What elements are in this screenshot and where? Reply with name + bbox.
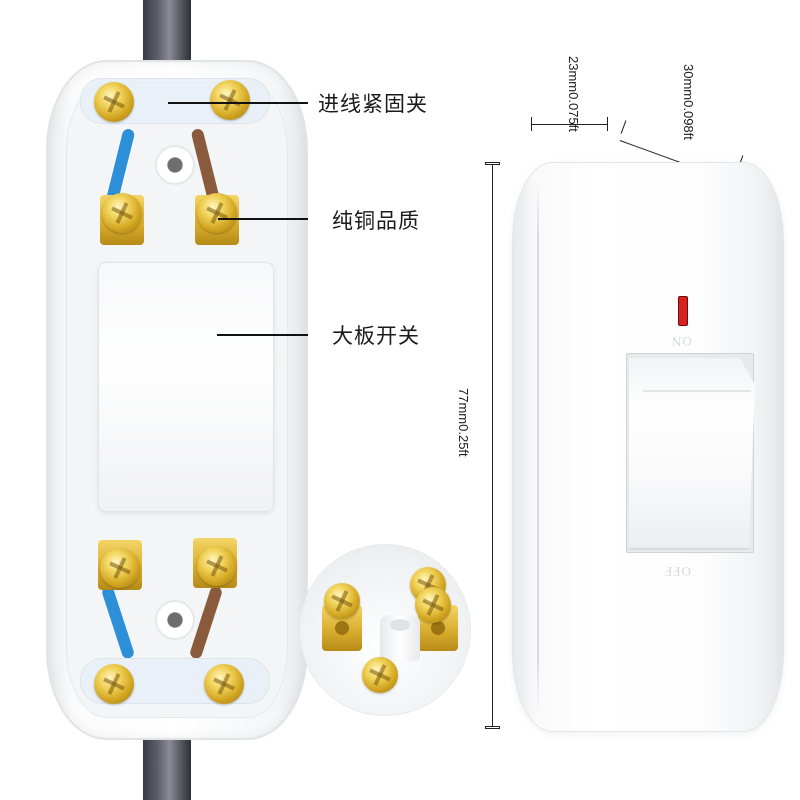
- rocker-mechanism-block: [98, 262, 274, 512]
- terminal-screw-bottom-left: [100, 548, 140, 588]
- rocker-button[interactable]: [629, 358, 755, 550]
- closeup-screw-left: [324, 583, 360, 619]
- dimension-height: 77mm0.25ft: [456, 388, 471, 457]
- dimension-height-tick-bottom: [485, 726, 500, 729]
- clamp-screw-top-right: [210, 80, 250, 120]
- on-label: ON: [671, 334, 692, 349]
- off-label: OFF: [664, 564, 691, 579]
- terminal-closeup-inset: [300, 545, 470, 715]
- clamp-screw-bottom-left: [94, 664, 134, 704]
- terminal-screw-bottom-right: [197, 546, 237, 586]
- clamp-screw-top-left: [94, 82, 134, 122]
- terminal-screw-top-right: [197, 193, 237, 233]
- callout-pure-copper: 纯铜品质: [332, 209, 420, 233]
- closeup-post: [380, 615, 420, 661]
- clamp-screw-bottom-right: [204, 664, 244, 704]
- dimension-depth: 30mm0.098ft: [681, 64, 696, 140]
- dimension-height-tick-top: [485, 162, 500, 165]
- power-indicator-light: [678, 296, 688, 326]
- dimension-width: 23mm0.075ft: [566, 56, 581, 132]
- closeup-screw-front: [362, 657, 398, 693]
- closed-switch-body: ON OFF: [512, 162, 784, 732]
- closeup-screw-right: [415, 587, 451, 623]
- mounting-post-top: [155, 145, 195, 185]
- housing-seam: [537, 183, 539, 711]
- mounting-post-bottom: [155, 600, 195, 640]
- callout-line-clamp: [168, 102, 308, 104]
- terminal-screw-top-left: [102, 193, 142, 233]
- callout-line-switch: [217, 334, 308, 336]
- callout-large-switch: 大板开关: [332, 324, 420, 348]
- dimension-width-line: [531, 124, 607, 125]
- dimension-height-line: [492, 163, 493, 728]
- dimension-width-tick-left: [531, 117, 532, 131]
- dimension-width-tick-right: [607, 117, 608, 131]
- dimension-depth-tick-left: [620, 120, 627, 134]
- callout-line-copper: [218, 218, 308, 220]
- callout-cord-clamp: 进线紧固夹: [318, 92, 428, 116]
